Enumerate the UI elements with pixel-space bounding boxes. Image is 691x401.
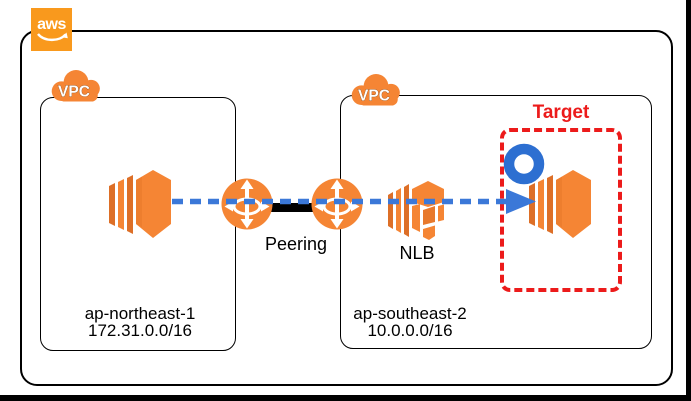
nlb-label: NLB xyxy=(399,243,435,263)
cloud-shape xyxy=(51,70,100,102)
aws-logo-square xyxy=(31,8,72,51)
screen-edge-right xyxy=(686,0,691,401)
aws-logo: aws xyxy=(31,8,72,51)
screen-edge-bottom xyxy=(0,395,691,401)
vpc-cloud-label: VPC xyxy=(58,83,90,100)
region-cidr: 172.31.0.0/16 xyxy=(88,320,192,340)
region-label-ap-northeast-1: ap-northeast-1 172.31.0.0/16 xyxy=(56,304,224,340)
region-name: ap-southeast-2 xyxy=(353,304,467,323)
target-group-box xyxy=(500,128,622,292)
cloud-shape xyxy=(351,74,400,106)
peering-label: Peering xyxy=(264,234,328,254)
vpc-cloud-icon-left: VPC xyxy=(51,70,100,102)
target-label: Target xyxy=(532,102,590,123)
aws-smile-arrow-tip xyxy=(61,32,68,39)
vpc-cloud-icon-right: VPC xyxy=(351,74,400,106)
region-label-ap-southeast-2: ap-southeast-2 10.0.0.0/16 xyxy=(326,304,494,340)
aws-cloud-boundary xyxy=(20,30,673,386)
region-name: ap-northeast-1 xyxy=(84,304,196,323)
vpc-cloud-label: VPC xyxy=(358,87,390,104)
aws-logo-text: aws xyxy=(37,16,66,33)
region-cidr: 10.0.0.0/16 xyxy=(367,320,453,340)
